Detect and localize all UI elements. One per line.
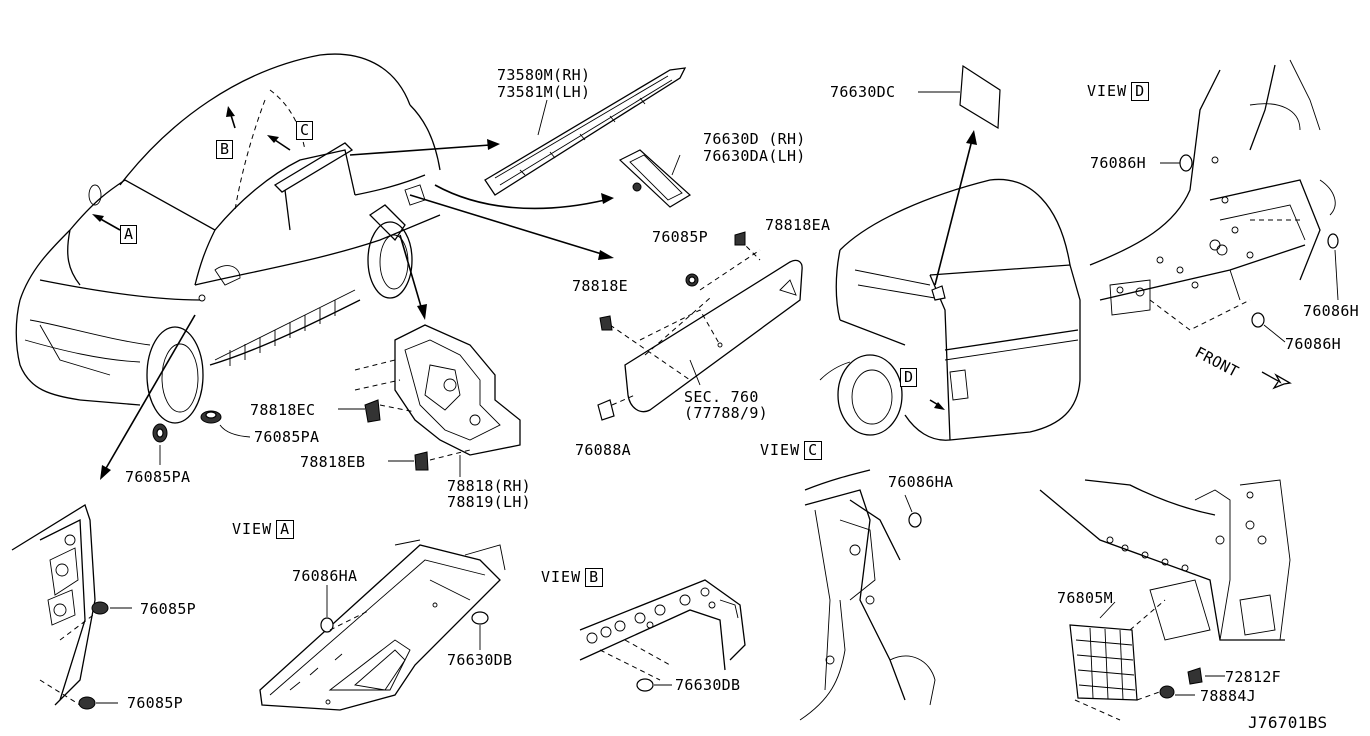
view-b-letter: B [585, 568, 604, 587]
callout-c[interactable]: C [296, 121, 314, 140]
view-c-detail [799, 469, 936, 721]
part-label-73580m[interactable]: 73580M(RH) [497, 66, 591, 84]
part-label-76088a[interactable]: 76088A [575, 441, 631, 459]
part-label-76630db-b[interactable]: 76630DB [675, 676, 741, 694]
part-label-76085pa-b[interactable]: 76085PA [125, 468, 191, 486]
bracket-78818 [354, 324, 521, 477]
view-a-detail [259, 539, 506, 711]
part-label-76630dc[interactable]: 76630DC [830, 83, 896, 101]
leader-arrows [100, 130, 977, 480]
pillar-detail-left [11, 504, 132, 710]
view-a-prefix: VIEW [232, 520, 273, 538]
diagram-id: J76701BS [1248, 713, 1328, 732]
van-rear-illustration [819, 178, 1081, 441]
view-b-prefix: VIEW [541, 568, 582, 586]
seal-pad-76630dc [918, 64, 1001, 130]
callout-a[interactable]: A [120, 225, 138, 244]
callout-d[interactable]: D [900, 368, 918, 387]
part-label-73581m[interactable]: 73581M(LH) [497, 83, 591, 101]
view-c-letter: C [804, 441, 823, 460]
part-label-76086h-b[interactable]: 76086H [1303, 302, 1359, 320]
sec-ref-line1[interactable]: SEC. 760 [684, 388, 759, 406]
part-label-76805m[interactable]: 76805M [1057, 589, 1113, 607]
roof-molding-part [484, 67, 687, 196]
part-label-72812f[interactable]: 72812F [1225, 668, 1281, 686]
part-label-76630d[interactable]: 76630D (RH) [703, 130, 806, 148]
part-label-76086ha-b[interactable]: 76086HA [888, 473, 954, 491]
part-label-76086h-c[interactable]: 76086H [1285, 335, 1341, 353]
part-label-78818eb[interactable]: 78818EB [300, 453, 366, 471]
view-c-prefix: VIEW [760, 441, 801, 459]
part-label-76085p-top[interactable]: 76085P [652, 228, 708, 246]
view-a-letter: A [276, 520, 295, 539]
part-label-76085p-mid[interactable]: 76085P [140, 600, 196, 618]
sec-ref-line2[interactable]: (77788/9) [684, 404, 768, 422]
part-label-78884j[interactable]: 78884J [1200, 687, 1256, 705]
part-label-78818ea[interactable]: 78818EA [765, 216, 831, 234]
part-label-78818[interactable]: 78818(RH) [447, 477, 531, 495]
part-label-76086ha-a[interactable]: 76086HA [292, 567, 358, 585]
view-d-detail [1089, 59, 1339, 390]
seal-pad-76630d [618, 149, 692, 208]
part-label-76085pa-a[interactable]: 76085PA [254, 428, 320, 446]
part-label-76086h-a[interactable]: 76086H [1090, 154, 1146, 172]
part-label-78819[interactable]: 78819(LH) [447, 493, 531, 511]
part-label-78818e[interactable]: 78818E [572, 277, 628, 295]
view-pointer-arrows [92, 106, 945, 410]
part-label-78818ec[interactable]: 78818EC [250, 401, 316, 419]
view-b-detail [579, 579, 746, 692]
bushing-76085pa [152, 408, 414, 465]
rear-panel-sec760 [597, 231, 803, 421]
part-label-76630db-a[interactable]: 76630DB [447, 651, 513, 669]
view-d-letter: D [1131, 82, 1150, 101]
callout-b[interactable]: B [216, 140, 234, 159]
grille-76805m-detail [1039, 479, 1291, 721]
van-front-illustration [15, 53, 441, 424]
part-label-76630da[interactable]: 76630DA(LH) [703, 147, 806, 165]
view-d-prefix: VIEW [1087, 82, 1128, 100]
part-label-76085p-bot[interactable]: 76085P [127, 694, 183, 712]
